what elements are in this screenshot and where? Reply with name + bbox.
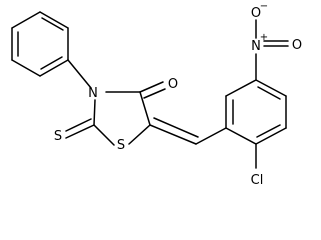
atom-n-ring: N: [88, 86, 98, 101]
atom-s-thione: S: [54, 129, 62, 144]
bond: [225, 127, 257, 145]
thiazolidine-ring: [93, 91, 151, 146]
bond: [256, 124, 281, 138]
bond: [139, 81, 164, 93]
bond: [39, 11, 69, 29]
bond: [255, 79, 287, 97]
atom-s-ring: S: [117, 138, 125, 153]
bond: [149, 124, 197, 145]
bond: [257, 86, 281, 100]
atom-cl: Cl: [251, 173, 264, 188]
bond: [67, 59, 92, 89]
phenyl-ring: [11, 11, 69, 77]
chloronitrophenyl-ring: [195, 79, 287, 145]
bond: [11, 11, 41, 29]
bond: [143, 88, 166, 99]
bond: [128, 124, 151, 145]
atom-o-nitro-right: O: [292, 38, 302, 53]
bond: [153, 117, 199, 138]
bond: [195, 127, 227, 145]
atom-n-nitro-charge: +: [260, 32, 268, 43]
bond: [93, 124, 115, 146]
bond: [139, 91, 151, 126]
atom-o-nitro-top-charge: −: [260, 1, 268, 12]
molecule-drawing: N O S S N + O − O Cl: [11, 1, 302, 188]
bond: [41, 17, 64, 31]
bond: [255, 127, 287, 145]
bond: [39, 59, 69, 77]
bond: [11, 59, 41, 77]
bond: [65, 118, 92, 132]
bond: [40, 56, 63, 70]
atom-o-nitro-top: O: [251, 6, 261, 21]
bond: [93, 99, 96, 126]
structure-canvas: N O S S N + O − O Cl: [11, 1, 303, 188]
bond: [225, 79, 257, 97]
bond: [65, 124, 95, 139]
atom-o-carbonyl: O: [168, 77, 178, 92]
atom-n-nitro: N: [251, 39, 261, 54]
